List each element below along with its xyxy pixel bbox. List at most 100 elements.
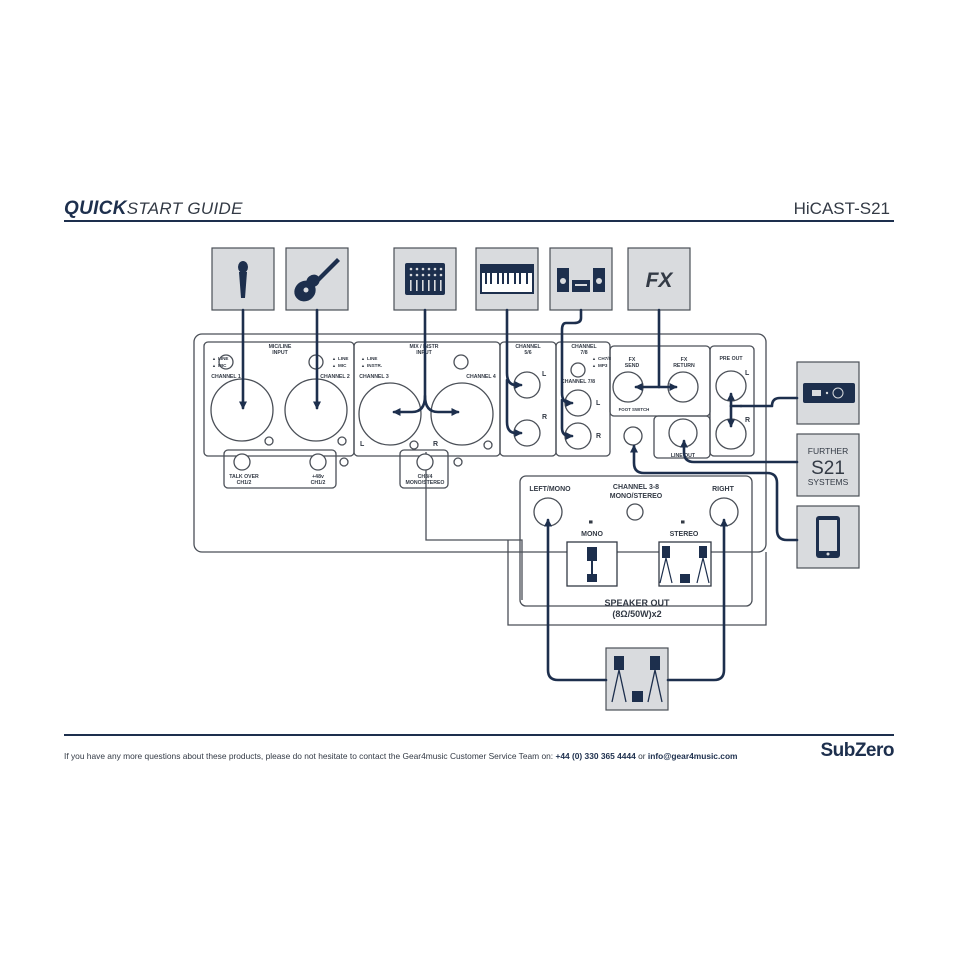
keyboard-left-arrow	[505, 308, 523, 389]
talk-over-label-2: CH1/2	[237, 480, 252, 486]
ch78-l-label: L	[596, 400, 601, 407]
footer-rule	[64, 734, 894, 736]
footswitch-jack[interactable]	[623, 426, 643, 446]
ch78-option-label: CH7/8	[598, 356, 611, 361]
speakers-icon	[611, 656, 663, 703]
svg-text:+48v: +48v	[312, 474, 324, 480]
pre-out-r-label: R	[745, 417, 750, 424]
line-out-section	[653, 415, 711, 459]
footer-phone[interactable]: +44 (0) 330 365 4444	[555, 751, 636, 761]
hifi-icon	[557, 268, 605, 292]
svg-text:FX: FX	[681, 357, 688, 363]
ch1-mic-label: MIC	[218, 363, 227, 368]
systems-label: SYSTEMS	[808, 477, 849, 487]
mixer-outline-lower	[425, 452, 767, 626]
svg-text:INSTR.: INSTR.	[367, 363, 382, 368]
further-s21-icon: FURTHER S21 SYSTEMS	[808, 446, 849, 487]
svg-text:▲: ▲	[212, 363, 216, 368]
mic-line-label-2: INPUT	[272, 350, 288, 356]
svg-text:MONO: MONO	[581, 531, 603, 538]
channel1-label: CHANNEL 1	[211, 374, 241, 380]
right-speaker-arrow	[666, 518, 728, 682]
svg-text:FOOT SWITCH: FOOT SWITCH	[619, 407, 650, 412]
fx-send-label-2: SEND	[625, 363, 640, 369]
recorder-link	[739, 396, 799, 408]
pre-out-section	[709, 345, 755, 457]
footer-contact: If you have any more questions about the…	[64, 751, 738, 761]
left-speaker-arrow	[544, 518, 608, 682]
channel38-mode-button[interactable]	[626, 503, 644, 521]
ch4-r-label: R	[433, 441, 438, 448]
svg-text:FURTHER: FURTHER	[808, 446, 848, 456]
speaker-rating-label: (8Ω/50W)x2	[612, 609, 661, 619]
channel4-jack[interactable]	[430, 382, 494, 446]
footer-email[interactable]: info@gear4music.com	[647, 751, 738, 761]
footer-text: If you have any more questions about the…	[64, 751, 556, 761]
channel4-label: CHANNEL 4	[466, 374, 496, 380]
s21-label: S21	[811, 458, 845, 479]
channel2-label: CHANNEL 2	[320, 374, 350, 380]
phantom-label-1: +48v	[312, 474, 324, 480]
stereo-label: STEREO	[670, 531, 699, 538]
ch2-mic-label: MIC	[338, 363, 347, 368]
channel56-label-1: CHANNEL	[515, 344, 541, 350]
svg-text:CH7/8: CH7/8	[598, 356, 611, 361]
svg-text:R: R	[745, 417, 750, 424]
right-out-label: RIGHT	[712, 486, 735, 493]
channel56-label-2: 5/6	[524, 350, 531, 356]
svg-text:▲: ▲	[332, 363, 336, 368]
svg-text:▀: ▀	[681, 520, 685, 527]
svg-text:CHANNEL 7/8: CHANNEL 7/8	[561, 379, 595, 385]
channel3-label: CHANNEL 3	[359, 374, 389, 380]
svg-text:RETURN: RETURN	[673, 363, 695, 369]
mono-speaker-icon	[566, 541, 618, 587]
svg-text:CHANNEL 3-8: CHANNEL 3-8	[613, 484, 659, 491]
channel38-label-1: CHANNEL 3-8	[613, 484, 659, 491]
talk-over-button[interactable]	[233, 453, 251, 471]
ch56-l-label: L	[542, 371, 547, 378]
phantom-label-2: CH1/2	[311, 480, 326, 486]
mixer-icon	[405, 263, 445, 295]
svg-text:L: L	[745, 370, 750, 377]
ch1-line-label: LINE	[218, 356, 228, 361]
svg-text:▲: ▲	[361, 363, 365, 368]
speaker-out-section	[519, 475, 753, 607]
ch56-r-label: R	[542, 414, 547, 421]
tablet-arrow	[630, 444, 799, 542]
svg-text:LINE: LINE	[367, 356, 377, 361]
mixer-outline	[193, 333, 767, 553]
svg-text:R: R	[542, 414, 547, 421]
channel78-label-2: 7/8	[580, 350, 587, 356]
ch3-line-label: LINE	[367, 356, 377, 361]
phantom-button[interactable]	[309, 453, 327, 471]
svg-text:R: R	[596, 433, 601, 440]
svg-text:MIC: MIC	[218, 363, 227, 368]
stereo-speakers-icon	[658, 541, 712, 587]
svg-text:L: L	[542, 371, 547, 378]
svg-text:▲: ▲	[592, 356, 596, 361]
tablet-icon	[816, 516, 840, 558]
svg-text:RIGHT: RIGHT	[712, 486, 735, 493]
svg-text:SYSTEMS: SYSTEMS	[808, 477, 849, 487]
svg-text:CHANNEL 3: CHANNEL 3	[359, 374, 389, 380]
svg-text:CHANNEL 4: CHANNEL 4	[466, 374, 496, 380]
acoustic-guitar-icon	[294, 258, 340, 302]
further-label: FURTHER	[808, 446, 848, 456]
svg-text:L: L	[360, 441, 365, 448]
svg-text:CHANNEL 2: CHANNEL 2	[320, 374, 350, 380]
channel78-label: CHANNEL 7/8	[561, 379, 595, 385]
ch34-mode-button[interactable]	[416, 453, 434, 471]
svg-text:▀: ▀	[589, 520, 593, 527]
microphone-icon	[238, 261, 248, 298]
channel78-label-1: CHANNEL	[571, 344, 597, 350]
channel3-jack[interactable]	[358, 382, 422, 446]
fx-send-label-1: FX	[629, 357, 636, 363]
ch78-r-label: R	[596, 433, 601, 440]
svg-text:▲: ▲	[212, 356, 216, 361]
svg-text:FX: FX	[646, 269, 675, 292]
svg-text:CH1/2: CH1/2	[237, 480, 252, 486]
mono-label: MONO	[581, 531, 603, 538]
svg-text:MIC/LINE: MIC/LINE	[269, 344, 292, 350]
svg-text:SEND: SEND	[625, 363, 640, 369]
